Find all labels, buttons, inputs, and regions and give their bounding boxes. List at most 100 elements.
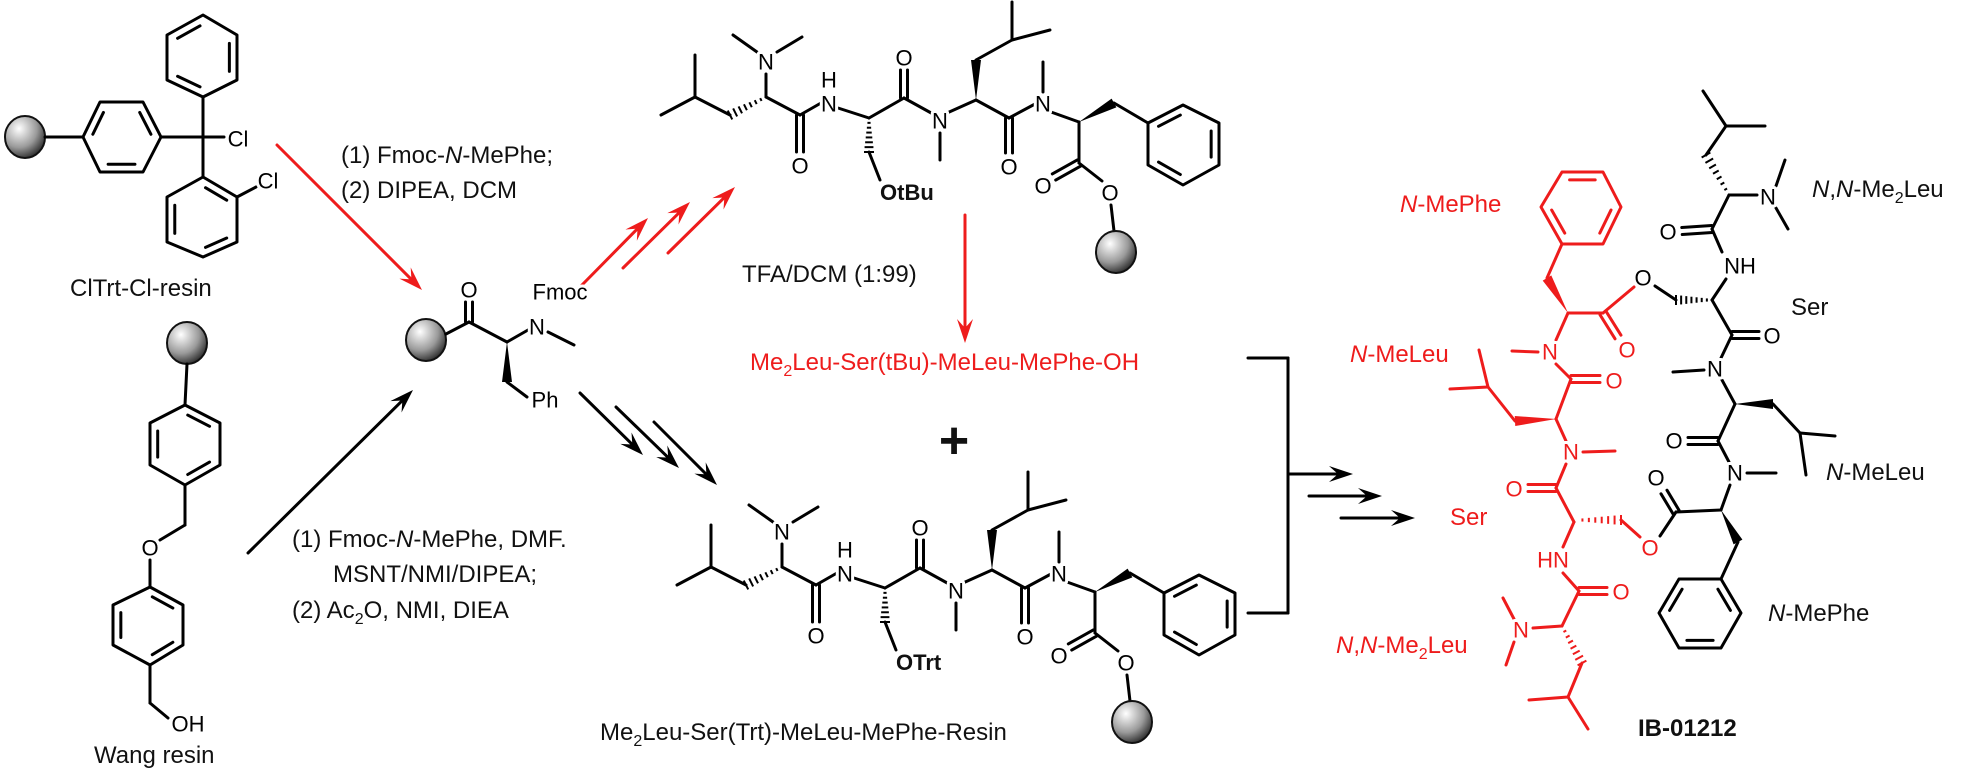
- wedge-bond: [971, 60, 981, 100]
- atom-label-o: O: [1659, 220, 1676, 245]
- single-bond: [1704, 124, 1728, 157]
- atom-label-o: O: [1612, 580, 1629, 605]
- reaction-arrow: [694, 462, 717, 485]
- single-bond: [1668, 587, 1684, 612]
- benzene-ring: [165, 13, 239, 99]
- single-bond: [902, 96, 935, 116]
- single-bond: [614, 405, 672, 462]
- benzene-ring: [1657, 577, 1743, 650]
- hash-bond: [742, 580, 750, 590]
- residue-label-meleu-red: N-MeLeu: [1350, 341, 1449, 368]
- atom-label-o: O: [1641, 536, 1658, 561]
- single-bond: [1050, 158, 1079, 176]
- single-bond: [1561, 520, 1576, 549]
- residue-label-ser-red: Ser: [1450, 504, 1487, 531]
- single-bond: [918, 566, 951, 586]
- wang-condition-line3: (2) Ac2O, NMI, DIEA: [292, 597, 509, 628]
- atom-label-o: O: [791, 154, 808, 179]
- wedge-bond: [1542, 275, 1568, 313]
- single-bond: [275, 143, 416, 284]
- product-name: IB-01212: [1638, 715, 1737, 742]
- hash-bond: [759, 573, 764, 581]
- single-bond: [990, 508, 1030, 532]
- single-bond: [1531, 624, 1564, 630]
- hash-bond: [769, 569, 774, 575]
- single-bond: [1671, 368, 1706, 374]
- single-bond: [505, 380, 529, 399]
- atom-label-oh: OH: [172, 712, 205, 737]
- benzene-ring: [1539, 170, 1623, 246]
- single-bond: [1554, 462, 1568, 490]
- residue-label-ser-black: Ser: [1791, 294, 1828, 321]
- single-bond: [1066, 628, 1095, 646]
- single-bond: [731, 33, 759, 54]
- residue-label-meleu-black: N-MeLeu: [1826, 459, 1925, 486]
- atom-label-n: N: [758, 50, 774, 75]
- single-bond: [867, 96, 906, 120]
- single-bond: [546, 330, 576, 347]
- reaction-arrow: [957, 319, 973, 343]
- single-bond: [1659, 492, 1675, 516]
- single-bond: [1561, 571, 1581, 593]
- single-bond: [666, 193, 728, 255]
- atom-label-h: H: [821, 68, 837, 93]
- fragment-resin-label: Me2Leu-Ser(Trt)-MeLeu-MePhe-Resin: [600, 719, 1007, 750]
- single-bond: [814, 571, 839, 587]
- residue-label-mephe-red: N-MePhe: [1400, 191, 1501, 218]
- single-bond: [791, 505, 820, 524]
- single-bond: [1065, 580, 1097, 594]
- atom-label-nh: NH: [1724, 254, 1756, 279]
- single-bond: [578, 225, 642, 289]
- single-bond: [578, 391, 636, 449]
- cleavage-condition: TFA/DCM (1:99): [742, 261, 917, 288]
- cltrt-resin-label: ClTrt-Cl-resin: [70, 275, 212, 302]
- single-bond: [1619, 518, 1642, 539]
- single-bond: [659, 95, 697, 117]
- atom-label-n: N: [1760, 185, 1776, 210]
- wedge-bond: [1095, 568, 1133, 592]
- single-bond: [467, 320, 509, 344]
- atom-label-n: N: [932, 109, 948, 134]
- hash-bond: [1704, 157, 1714, 164]
- single-bond: [1710, 277, 1728, 302]
- single-bond: [91, 110, 105, 136]
- single-bond: [1560, 589, 1581, 628]
- single-bond: [1173, 583, 1198, 598]
- hash-bond: [743, 103, 748, 111]
- hash-bond: [1565, 634, 1571, 639]
- single-bond: [186, 413, 212, 428]
- atom-label-o: O: [1000, 155, 1017, 180]
- single-bond: [1604, 309, 1623, 337]
- single-bond: [1716, 439, 1731, 464]
- single-bond: [1554, 486, 1576, 524]
- single-bond: [1023, 572, 1053, 590]
- single-bond: [1653, 284, 1678, 302]
- hash-bond: [748, 101, 753, 108]
- atom-label-n: N: [837, 562, 853, 587]
- hash-bond: [726, 110, 734, 120]
- atom-label-n: N: [774, 520, 790, 545]
- wang-condition-line2: MSNT/NMI/DIPEA;: [333, 561, 537, 588]
- wedge-bond: [502, 342, 512, 382]
- atom-label-n: N: [1051, 562, 1067, 587]
- hash-bond: [1572, 649, 1581, 656]
- wedge-bond: [987, 530, 997, 570]
- single-bond: [1049, 110, 1081, 124]
- single-bond: [1674, 508, 1723, 514]
- benzene-ring: [1146, 103, 1221, 187]
- hash-bond: [1701, 151, 1711, 159]
- single-bond: [1026, 498, 1068, 512]
- single-bond: [1527, 695, 1570, 702]
- atom-label-o: O: [1634, 266, 1651, 291]
- atom-label-cl: Cl: [228, 127, 249, 152]
- single-bond: [1157, 160, 1182, 176]
- single-bond: [1798, 431, 1808, 477]
- hash-bond: [737, 105, 743, 114]
- single-bond: [1077, 161, 1104, 183]
- single-bond: [1545, 242, 1564, 280]
- benzene-ring: [81, 100, 163, 174]
- single-bond: [945, 98, 978, 115]
- single-bond: [775, 35, 804, 54]
- atom-label-n: N: [821, 92, 837, 117]
